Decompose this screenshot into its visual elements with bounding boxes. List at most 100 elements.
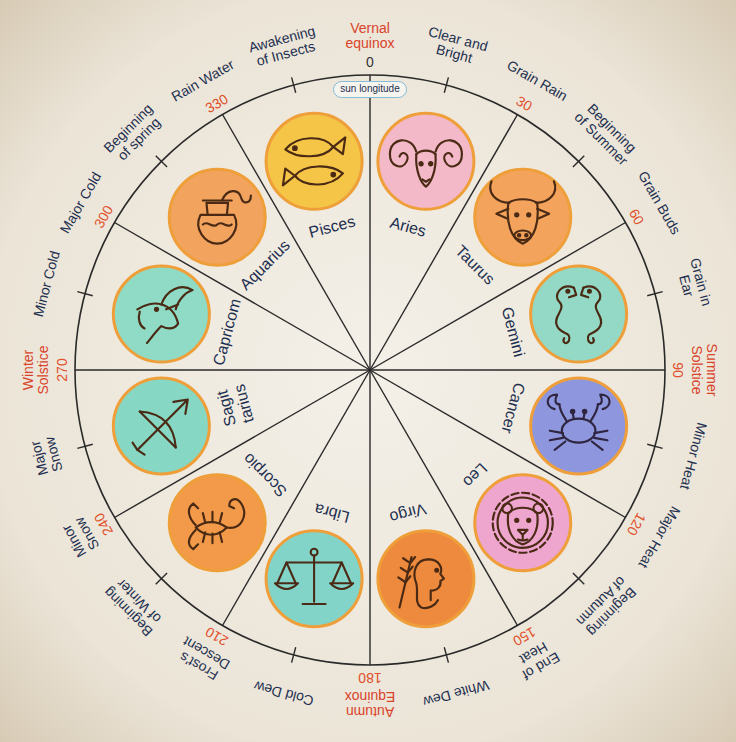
tick-mark-part bbox=[573, 156, 584, 167]
zodiac-sign-name: Virgo bbox=[388, 500, 428, 527]
tick-mark-part bbox=[444, 647, 448, 662]
gemini-icon-part-part-part bbox=[583, 287, 601, 344]
libra-icon-part-part-part bbox=[311, 549, 318, 556]
sagittarius-icon-part-part bbox=[133, 400, 188, 455]
taurus-icon-part-part bbox=[475, 169, 571, 265]
zodiac-sign-name: Aquarius bbox=[237, 237, 294, 294]
longitude-number: 270 bbox=[55, 358, 70, 381]
sector-divider-part bbox=[370, 369, 665, 370]
longitude-number: 90 bbox=[669, 362, 684, 378]
longitude-number: 120 bbox=[623, 510, 648, 538]
gemini-icon-part-part-part bbox=[588, 290, 591, 293]
pisces-icon-part-part bbox=[283, 137, 345, 185]
leo-icon-part-part-part bbox=[527, 519, 530, 522]
sector-divider-part bbox=[369, 75, 370, 370]
zodiac-sign-name: Gemini bbox=[498, 305, 528, 359]
gemini-icon-part-part bbox=[556, 287, 601, 344]
zodiac-sign-name: Cancer bbox=[498, 381, 528, 435]
gemini-icon-part bbox=[531, 266, 627, 362]
virgo-icon-part-part-part bbox=[435, 569, 438, 572]
cancer-icon-part-part bbox=[548, 395, 610, 450]
cancer-icon-part-part-part bbox=[583, 410, 586, 413]
tick-mark-part bbox=[77, 444, 92, 448]
virgo-icon-part-part-part bbox=[398, 557, 415, 582]
solar-term-label: Major Heat bbox=[635, 502, 684, 572]
tick-mark-part bbox=[156, 156, 167, 167]
cancer-icon-part-part bbox=[531, 378, 627, 474]
pisces-icon-part-part-part bbox=[333, 137, 345, 154]
longitude-number: 30 bbox=[513, 94, 534, 115]
zodiac-sign-name: Taurus bbox=[451, 242, 497, 288]
taurus-icon-part-part-part bbox=[496, 209, 508, 219]
aries-icon-part-part-part bbox=[416, 154, 436, 186]
tick-mark-part bbox=[444, 77, 448, 92]
solar-term-label: Beginning of spring bbox=[97, 97, 170, 170]
solar-term-label: White Dew bbox=[420, 676, 494, 710]
leo-icon-part bbox=[475, 475, 571, 571]
capricorn-icon-part-part bbox=[137, 287, 192, 343]
pisces-icon-part-part-part bbox=[295, 166, 343, 184]
longitude-number: 330 bbox=[203, 92, 231, 117]
virgo-icon-part-part-part bbox=[414, 559, 437, 608]
capricorn-icon-part-part bbox=[113, 266, 209, 362]
solar-term-label: Minor Cold bbox=[31, 247, 65, 321]
wheel-outline bbox=[75, 75, 665, 665]
solar-term-label: Winter Solstice bbox=[21, 334, 52, 406]
sagittarius-icon-part-part-part bbox=[140, 412, 176, 448]
scorpio-icon-part-part-part bbox=[189, 504, 198, 526]
sagittarius-icon-part-part-part bbox=[133, 443, 145, 455]
solar-term-label: Awakening of Insects bbox=[245, 23, 323, 71]
sagittarius-icon-part-part-part bbox=[140, 412, 176, 448]
leo-icon-part-part-part bbox=[508, 508, 538, 545]
aries-icon-part-part bbox=[390, 140, 462, 186]
solar-term-label: Summer Solstice bbox=[689, 334, 720, 406]
virgo-icon-part-part bbox=[378, 531, 474, 627]
solar-term-label: Grain Rain bbox=[502, 56, 572, 105]
taurus-icon-part-part-part bbox=[525, 234, 527, 236]
leo-icon-part-part-part bbox=[534, 504, 544, 514]
sagittarius-icon-part-part bbox=[113, 378, 209, 474]
solar-term-label: Grain Buds bbox=[635, 168, 684, 238]
libra-icon-part-part-part bbox=[275, 583, 298, 589]
leo-icon-part-part-part bbox=[493, 493, 553, 553]
zodiac-sign-name: Libra bbox=[312, 500, 351, 526]
taurus-icon-part-part-part bbox=[537, 209, 549, 219]
solar-term-label: Clear and Bright bbox=[418, 23, 496, 71]
pisces-icon-part-part bbox=[266, 113, 362, 209]
cancer-icon-part-part-part bbox=[573, 413, 585, 419]
taurus-icon-part-part-part bbox=[490, 181, 509, 203]
pisces-icon-part-part-part bbox=[293, 146, 297, 150]
leo-icon-part-part-part bbox=[502, 504, 512, 514]
capricorn-icon-part-part-part bbox=[137, 304, 178, 343]
sector-divider bbox=[75, 75, 665, 665]
aquarius-icon-part bbox=[169, 169, 265, 265]
libra-icon-part-part-part bbox=[330, 583, 353, 589]
longitude-number: 180 bbox=[358, 669, 381, 684]
tick-mark-part bbox=[647, 292, 662, 296]
virgo-icon-part-part-part bbox=[428, 559, 444, 600]
sagittarius-icon-part bbox=[113, 378, 209, 474]
leo-icon-part-part bbox=[475, 475, 571, 571]
solar-term-label: Minor Heat bbox=[676, 420, 710, 494]
taurus-icon-part-part bbox=[490, 181, 555, 243]
scorpio-icon-part bbox=[169, 475, 265, 571]
cancer-icon-part-part-part bbox=[562, 419, 596, 443]
longitude-number: 60 bbox=[625, 206, 646, 227]
tick-mark-part bbox=[573, 573, 584, 584]
tick-mark-part bbox=[292, 647, 296, 662]
aquarius-icon-part-part bbox=[169, 169, 265, 265]
taurus-icon-part bbox=[475, 169, 571, 265]
cancer-icon-part-part-part bbox=[548, 395, 560, 409]
gemini-icon-part-part bbox=[531, 266, 627, 362]
pisces-icon-part bbox=[266, 113, 362, 209]
longitude-number: 0 bbox=[366, 55, 374, 70]
pisces-icon-part-part-part bbox=[331, 173, 335, 177]
scorpio-icon-part-part-part bbox=[203, 512, 222, 543]
libra-icon-part-part-part bbox=[277, 563, 351, 584]
leo-icon-part-part-part bbox=[515, 519, 518, 522]
aries-icon-part-part-part bbox=[436, 140, 462, 166]
capricorn-icon-part-part-part bbox=[166, 304, 178, 309]
zodiac-sign-name: Leo bbox=[459, 459, 490, 490]
